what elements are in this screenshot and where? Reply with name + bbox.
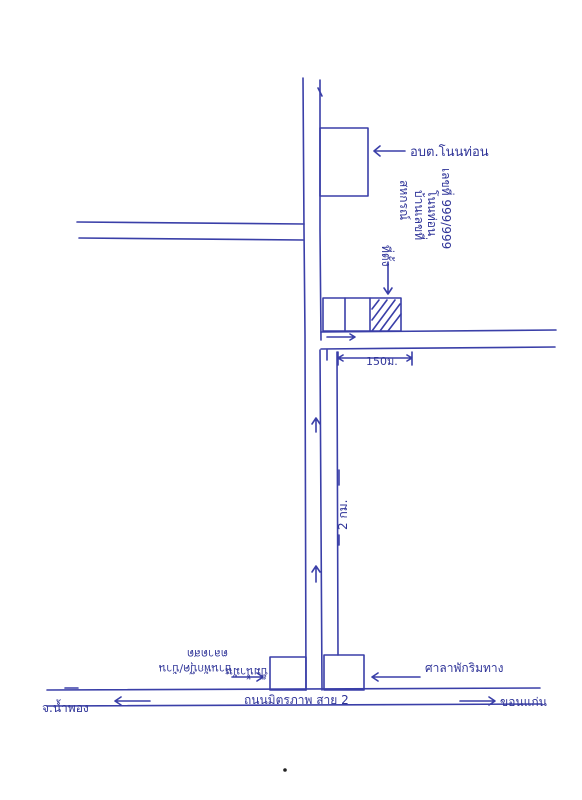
label-left-direction: จ.น้ำพอง xyxy=(42,699,89,715)
building-rest-stop xyxy=(323,654,365,691)
label-left-building-1: ปั๊มน้ำมัน xyxy=(225,665,268,680)
main-road-lower xyxy=(46,703,543,707)
traffic-arrow-up-1 xyxy=(311,417,321,433)
target-block xyxy=(322,297,402,332)
main-road-edge-left xyxy=(302,77,307,691)
arrow-to-building xyxy=(373,145,406,157)
building-bottom-left xyxy=(269,656,307,691)
label-left-building-2: บ้านพักบุ๊ค/บ้าน xyxy=(158,662,232,675)
label-distance-side: 150ม. xyxy=(366,355,398,368)
label-vertical-4: โนนท่อน xyxy=(425,190,439,236)
arrow-right-small xyxy=(326,333,356,341)
branch-road-top-left-upper xyxy=(76,221,305,225)
label-vertical-5: เลขที่ 999/999 xyxy=(439,168,455,249)
label-building-top: อบต.โนนท่อน xyxy=(410,144,489,160)
inner-route-line xyxy=(336,351,339,656)
arrow-to-left-building xyxy=(231,672,264,682)
branch-road-top-left-lower xyxy=(78,237,304,241)
label-rest-stop: ศาลาพักริมทาง xyxy=(425,661,504,675)
measure-150m-line xyxy=(337,351,413,366)
label-distance-main: 2 กม. xyxy=(336,500,350,530)
arrow-to-rest-stop xyxy=(371,672,421,682)
label-vertical-2: สหกรณ์ xyxy=(397,180,411,220)
label-main-road: ถนนมิตรภาพ สาย 2 xyxy=(244,693,349,707)
label-vertical-1: ที่ตั้ง xyxy=(379,245,395,267)
arrow-to-target xyxy=(383,261,393,295)
main-road-upper xyxy=(46,687,541,691)
ink-speck xyxy=(283,768,287,772)
arrow-left-direction xyxy=(114,696,151,706)
hatched-target xyxy=(371,299,402,332)
label-right-direction: ขอนแก่น xyxy=(500,695,547,709)
traffic-arrow-top xyxy=(317,87,323,97)
traffic-arrow-up-2 xyxy=(311,565,321,583)
building-obt xyxy=(319,127,369,197)
label-left-building-3: ตลาดสด xyxy=(187,647,228,660)
arrow-right-direction xyxy=(459,696,496,706)
label-vertical-3: บ้านเลขที่ xyxy=(412,190,428,240)
branch-road-right-lower xyxy=(320,346,556,350)
